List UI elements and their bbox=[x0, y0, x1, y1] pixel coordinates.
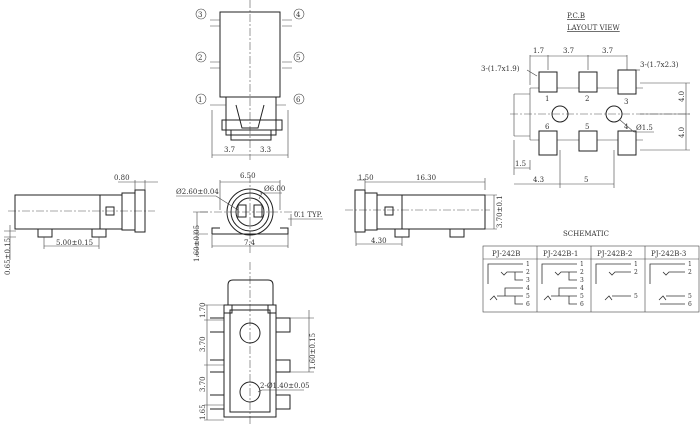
dimension-label: 5 bbox=[584, 176, 588, 184]
dimension-label: 2 bbox=[688, 269, 692, 276]
pin-label: 1 bbox=[195, 93, 207, 105]
dimension-label: 7.4 bbox=[244, 239, 256, 247]
pcb-layout-view: P.C.B LAYOUT VIEW 1 2 3 6 5 4 1.7 3.7 3.… bbox=[481, 12, 690, 188]
dimension-label: 3 bbox=[580, 277, 584, 284]
bottom-view: 1.70 3.70 3.70 1.65 1.60±0.15 2-Ø1.40±0.… bbox=[199, 262, 317, 425]
dimension-label: 1.60±0.15 bbox=[309, 333, 317, 370]
pin-label: 6 bbox=[293, 93, 305, 105]
dimension-label: 2 bbox=[580, 269, 584, 276]
schematic-cell-pj-242b-2: PJ-242B-2 1 2 5 bbox=[595, 250, 638, 301]
dimension-label: Ø1.5 bbox=[636, 124, 653, 132]
schematic-cell-pj-242b-1: PJ-242B-1 1 2 3 4 5 6 bbox=[541, 250, 584, 308]
pin-label: 3 bbox=[195, 8, 207, 20]
dimension-label: PJ-242B-3 bbox=[651, 250, 686, 258]
dimension-label: 1 bbox=[580, 261, 584, 268]
dimension-label: 3.70 bbox=[199, 336, 207, 352]
dimension-label: 3 bbox=[198, 11, 202, 19]
dimension-label: 1 bbox=[545, 95, 549, 103]
dimension-label: 3.7 bbox=[563, 47, 574, 55]
dimension-label: 6 bbox=[545, 123, 550, 131]
dimension-label: 1.70 bbox=[199, 302, 207, 318]
top-view: 3 4 2 5 1 6 3.7 3.3 bbox=[195, 0, 305, 160]
dimension-label: 4.30 bbox=[371, 237, 387, 245]
dimension-label: 2 bbox=[585, 95, 589, 103]
left-side-view: 0.80 5.00±0.15 0.65±0.15 bbox=[4, 174, 158, 275]
dimension-label: 3.70±0.1 bbox=[496, 195, 504, 228]
dimension-label: 4.0 bbox=[678, 91, 686, 102]
pin-label: 5 bbox=[293, 51, 305, 63]
pcb-title: LAYOUT VIEW bbox=[567, 24, 621, 32]
dim-3.7: 3.7 bbox=[224, 146, 235, 154]
dimension-label: 4 bbox=[296, 11, 301, 19]
dimension-label: 6 bbox=[580, 301, 584, 308]
dimension-label: 5 bbox=[296, 54, 300, 62]
dimension-label: 6 bbox=[526, 301, 530, 308]
pcb-title: P.C.B bbox=[567, 12, 585, 20]
dimension-label: 5.00±0.15 bbox=[56, 239, 93, 247]
schematic-cell-pj-242b: PJ-242B 1 2 3 4 5 6 bbox=[487, 250, 530, 308]
dimension-label: 3 bbox=[624, 98, 628, 106]
dimension-label: 2 bbox=[634, 269, 638, 276]
dimension-label: 2-Ø1.40±0.05 bbox=[260, 382, 310, 390]
dimension-label: 2 bbox=[198, 54, 202, 62]
right-side-view: 1.50 16.30 4.30 3.70±0.1 bbox=[345, 174, 504, 246]
dimension-label: 5 bbox=[688, 293, 692, 300]
dimension-label: Ø2.60±0.04 bbox=[176, 188, 219, 196]
dimension-label: 5 bbox=[634, 293, 638, 300]
dimension-label: 1.7 bbox=[533, 47, 544, 55]
schematic-title: SCHEMATIC bbox=[563, 230, 609, 238]
dimension-label: 3 bbox=[526, 277, 530, 284]
dimension-label: 0.65±0.15 bbox=[4, 238, 12, 275]
dimension-label: 2 bbox=[526, 269, 530, 276]
dimension-label: 0.80 bbox=[114, 174, 130, 182]
dimension-label: 1 bbox=[198, 96, 202, 104]
dimension-label: 6.50 bbox=[240, 172, 256, 180]
dimension-label: 3.7 bbox=[602, 47, 613, 55]
dimension-label: 4 bbox=[624, 123, 629, 131]
dimension-label: 4 bbox=[580, 285, 584, 292]
dimension-label: 4.3 bbox=[533, 176, 544, 184]
dimension-label: 3.70 bbox=[199, 376, 207, 392]
schematic: SCHEMATIC PJ-242B 1 2 3 4 5 6 PJ-242B-1 … bbox=[482, 230, 700, 313]
dimension-label: PJ-242B bbox=[492, 250, 520, 258]
dim-3.3: 3.3 bbox=[260, 146, 271, 154]
dimension-label: 6 bbox=[296, 96, 301, 104]
dimension-label: 1.50 bbox=[358, 174, 374, 182]
dimension-label: 4 bbox=[526, 285, 530, 292]
dimension-label: 1 bbox=[634, 261, 638, 268]
front-view: 6.50 Ø2.60±0.04 Ø6.00 0.1 TYP. 7.4 1.60±… bbox=[176, 172, 323, 262]
dimension-label: 1 bbox=[526, 261, 530, 268]
dimension-label: 5 bbox=[585, 123, 589, 131]
dimension-label: 16.30 bbox=[416, 174, 436, 182]
dimension-label: 4.0 bbox=[678, 127, 686, 138]
dimension-label: 5 bbox=[526, 293, 530, 300]
dimension-label: 3-(1.7x2.3) bbox=[640, 61, 679, 69]
dimension-label: 6 bbox=[688, 301, 692, 308]
dimension-label: 3-(1.7x1.9) bbox=[481, 65, 520, 73]
dimension-label: 1 bbox=[688, 261, 692, 268]
schematic-cell-pj-242b-3: PJ-242B-3 1 2 5 6 bbox=[649, 250, 692, 308]
dimension-label: PJ-242B-1 bbox=[543, 250, 578, 258]
dimension-label: 1.60±0.05 bbox=[193, 225, 201, 262]
dimension-label: 5 bbox=[580, 293, 584, 300]
dimension-label: 1.5 bbox=[515, 160, 526, 168]
pin-label: 2 bbox=[195, 51, 207, 63]
dimension-label: PJ-242B-2 bbox=[597, 250, 632, 258]
dimension-label: 0.1 TYP. bbox=[294, 211, 322, 219]
dimension-label: 1.65 bbox=[199, 404, 207, 420]
pin-label: 4 bbox=[293, 8, 305, 20]
dimension-label: Ø6.00 bbox=[264, 185, 285, 193]
